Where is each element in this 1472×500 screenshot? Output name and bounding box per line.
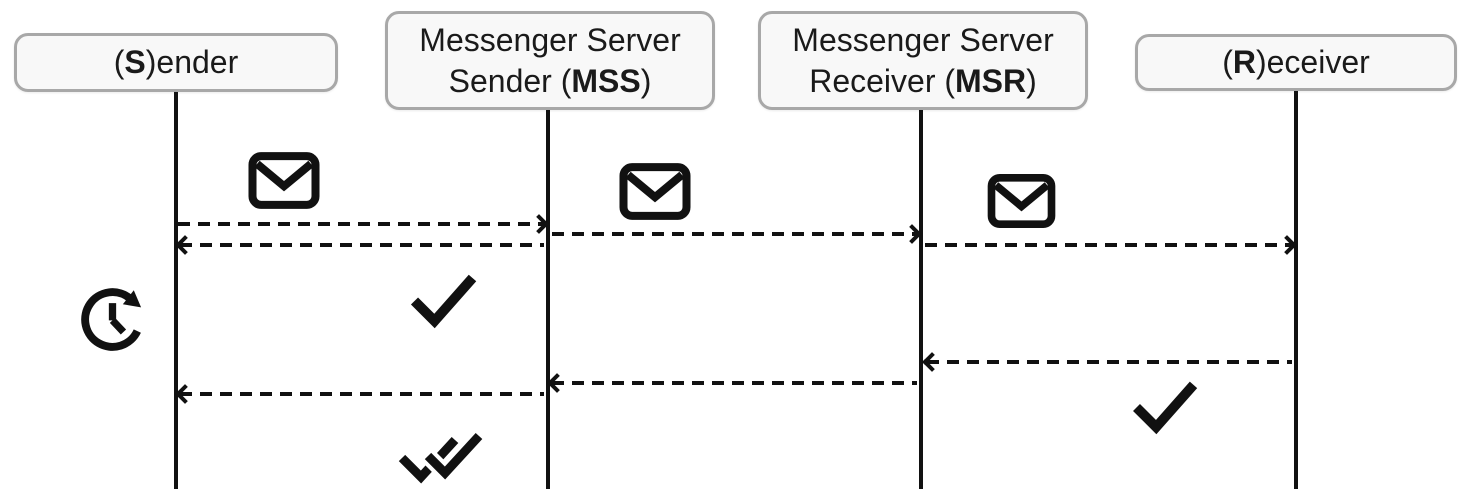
arrowhead-left-icon — [175, 384, 195, 404]
label-part: Receiver ( — [809, 62, 956, 99]
label-part-bold: MSS — [571, 62, 641, 99]
ack-arrow-receiver-to-msr — [922, 352, 1292, 372]
envelope-icon — [248, 152, 320, 209]
arrowhead-left-icon — [175, 235, 195, 255]
lifeline-receiver — [1294, 91, 1298, 489]
participant-box-sender: (S)ender — [14, 33, 338, 92]
label-part: ) — [640, 62, 652, 99]
ack-arrow-msr-to-mss — [547, 373, 917, 393]
label-part: ( — [113, 44, 125, 80]
label-part: ) — [1026, 62, 1037, 99]
lifeline-mss — [546, 110, 550, 489]
label-part: )eceiver — [1255, 44, 1370, 80]
participant-label-receiver: (R)eceiver — [1222, 42, 1370, 83]
participant-box-msr: Messenger Server Receiver (MSR) — [758, 11, 1088, 110]
participant-label-msr-line1: Messenger Server — [792, 20, 1053, 61]
lifeline-msr — [919, 110, 923, 489]
participant-label-sender: (S)ender — [114, 42, 239, 83]
label-part: Messenger Server — [419, 21, 681, 58]
arrowhead-left-icon — [922, 352, 942, 372]
ack-arrow-mss-to-sender-final — [175, 384, 544, 404]
participant-label-mss-line2: Sender (MSS) — [449, 61, 652, 102]
single-check-icon — [1133, 381, 1198, 435]
envelope-icon — [987, 174, 1056, 228]
label-part: Sender ( — [448, 62, 572, 99]
lifeline-sender — [174, 92, 178, 489]
ack-arrow-mss-to-sender — [175, 235, 544, 255]
arrowhead-left-icon — [547, 373, 567, 393]
label-part: )ender — [145, 44, 239, 80]
message-arrow-mss-to-msr — [552, 224, 922, 244]
label-part: ( — [1222, 44, 1233, 80]
participant-label-msr-line2: Receiver (MSR) — [809, 61, 1037, 102]
single-check-icon — [410, 274, 477, 329]
participant-box-mss: Messenger Server Sender (MSS) — [385, 11, 715, 110]
label-part-bold: R — [1232, 44, 1256, 80]
double-check-icon — [398, 430, 483, 486]
envelope-icon — [619, 163, 691, 220]
participant-box-receiver: (R)eceiver — [1135, 34, 1457, 91]
message-arrow-msr-to-receiver — [925, 235, 1297, 255]
message-arrow-sender-to-mss — [178, 214, 549, 234]
pending-clock-icon — [81, 288, 142, 351]
label-part-bold: S — [124, 44, 146, 80]
participant-label-mss-line1: Messenger Server — [419, 20, 680, 61]
label-part: Messenger Server — [792, 21, 1054, 58]
label-part-bold: MSR — [955, 62, 1027, 99]
